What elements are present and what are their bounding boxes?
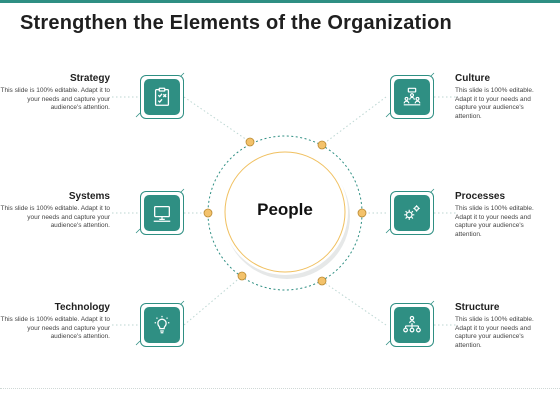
ring-node-strategy bbox=[245, 137, 255, 147]
technology-description: This slide is 100% editable. Adapt it to… bbox=[0, 316, 110, 340]
processes-block: Processes This slide is 100% editable. A… bbox=[455, 191, 551, 239]
strategy-heading: Strategy bbox=[69, 73, 110, 84]
processes-heading: Processes bbox=[455, 191, 506, 202]
culture-description: This slide is 100% editable. Adapt it to… bbox=[455, 87, 534, 120]
slide-title: Strengthen the Elements of the Organizat… bbox=[20, 12, 452, 34]
bottom-divider bbox=[0, 388, 560, 389]
team-icon bbox=[403, 87, 421, 106]
center-inner-ring bbox=[224, 151, 346, 273]
systems-heading: Systems bbox=[68, 191, 110, 202]
center-label: People bbox=[257, 200, 313, 219]
culture-block: Culture This slide is 100% editable. Ada… bbox=[455, 73, 551, 121]
processes-description: This slide is 100% editable. Adapt it to… bbox=[455, 205, 534, 238]
connector-culture bbox=[321, 96, 387, 146]
systems-tile bbox=[140, 191, 184, 235]
technology-tile bbox=[140, 303, 184, 347]
ring-node-technology bbox=[237, 271, 247, 281]
connector-structure bbox=[321, 280, 387, 326]
strategy-block: Strategy This slide is 100% editable. Ad… bbox=[0, 73, 110, 113]
checklist-icon bbox=[154, 87, 170, 106]
systems-description: This slide is 100% editable. Adapt it to… bbox=[0, 205, 110, 229]
ring-node-processes bbox=[357, 208, 367, 218]
computer-icon bbox=[153, 205, 171, 222]
ring-node-systems bbox=[203, 208, 213, 218]
strategy-tile bbox=[140, 75, 184, 119]
technology-block: Technology This slide is 100% editable. … bbox=[0, 302, 110, 342]
center-disk bbox=[222, 149, 348, 275]
structure-tile bbox=[390, 303, 434, 347]
structure-description: This slide is 100% editable. Adapt it to… bbox=[455, 316, 534, 349]
systems-block: Systems This slide is 100% editable. Ada… bbox=[0, 191, 110, 231]
culture-tile bbox=[390, 75, 434, 119]
ring-node-culture bbox=[317, 140, 327, 150]
ring-node-structure bbox=[317, 276, 327, 286]
strategy-description: This slide is 100% editable. Adapt it to… bbox=[0, 87, 110, 111]
culture-heading: Culture bbox=[455, 73, 490, 84]
top-accent-bar bbox=[0, 0, 560, 3]
lightbulb-icon bbox=[154, 315, 170, 334]
connector-strategy bbox=[183, 96, 251, 143]
gears-icon bbox=[404, 205, 420, 220]
structure-block: Structure This slide is 100% editable. A… bbox=[455, 302, 551, 350]
processes-tile bbox=[390, 191, 434, 235]
technology-heading: Technology bbox=[54, 302, 110, 313]
connector-technology bbox=[183, 275, 243, 326]
hierarchy-icon bbox=[403, 315, 421, 333]
structure-heading: Structure bbox=[455, 302, 500, 313]
